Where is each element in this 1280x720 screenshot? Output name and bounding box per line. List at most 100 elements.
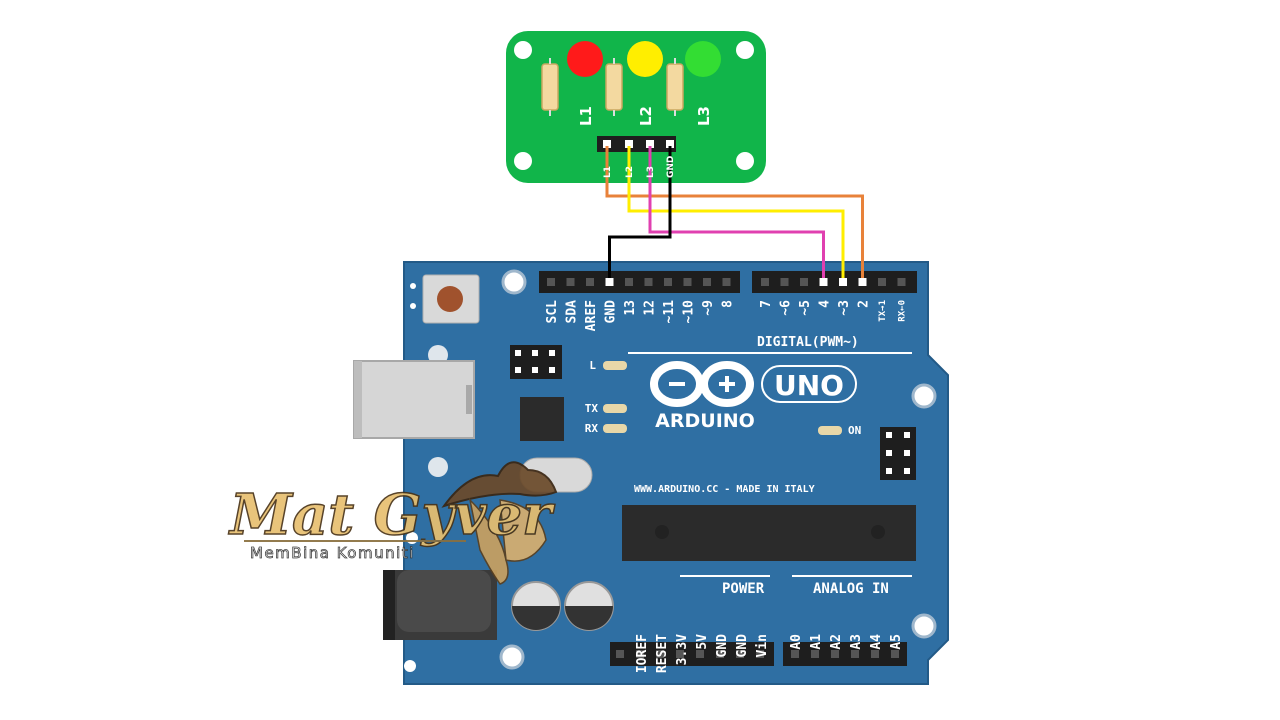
module-header-pin xyxy=(666,140,674,148)
led-label: L3 xyxy=(695,106,713,126)
header-pin xyxy=(703,278,711,286)
jumper-wires xyxy=(605,146,864,282)
resistor xyxy=(666,63,684,111)
header-pin xyxy=(878,278,886,286)
power-pin-label: Vin xyxy=(755,634,770,657)
pin-label-d5: 2 xyxy=(857,300,872,308)
svg-text:TX: TX xyxy=(585,402,599,415)
power-header-pin xyxy=(616,650,624,658)
connected-pin xyxy=(605,278,614,286)
header-pin xyxy=(761,278,769,286)
pin-label-d3: 4 xyxy=(818,300,833,308)
pin-label-13: 13 xyxy=(623,300,638,316)
cowboy-hat-logo-icon xyxy=(441,461,558,585)
svg-text:ON: ON xyxy=(848,424,861,437)
analog-pin-label: A4 xyxy=(869,634,884,650)
usb-port xyxy=(353,360,475,439)
power-header-pin xyxy=(756,650,764,658)
analog-header-pin xyxy=(891,650,899,658)
wire-l3-to-4 xyxy=(648,146,825,282)
power-header-pin xyxy=(696,650,704,658)
module-pin-label: L2 xyxy=(625,166,635,178)
header-pin xyxy=(897,278,906,286)
module-header-strip xyxy=(597,136,676,152)
mounting-hole xyxy=(501,269,527,295)
led-yellow xyxy=(627,41,663,77)
pin-label-9: ~9 xyxy=(701,300,716,316)
power-pin-label: 5V xyxy=(695,634,710,650)
reset-button[interactable] xyxy=(410,274,480,324)
website-label: WWW.ARDUINO.CC - MADE IN ITALY xyxy=(634,484,815,495)
header-pin xyxy=(566,278,575,286)
pin-label-d2: ~5 xyxy=(798,300,813,316)
pin-label-11: ~11 xyxy=(662,300,677,324)
analog-pin-label: A2 xyxy=(829,634,844,650)
mounting-hole xyxy=(404,660,416,672)
digital-pwm-label: DIGITAL(PWM~) xyxy=(757,335,859,350)
resistor xyxy=(541,63,559,111)
analog-header-strip xyxy=(783,642,907,666)
analog-header-pin xyxy=(871,650,879,658)
dc-power-jack xyxy=(383,570,497,640)
led-label: L1 xyxy=(577,106,595,126)
led-rx-indicator: RX xyxy=(585,422,627,435)
mat-gyver-watermark: Mat Gyver MemBina Komuniti xyxy=(227,461,558,585)
module-mounting-hole xyxy=(736,152,754,170)
header-pin xyxy=(644,278,653,286)
analog-pin-label: A3 xyxy=(849,634,864,650)
wire-l2-to-3 xyxy=(627,146,845,282)
svg-text:L: L xyxy=(589,359,596,372)
analog-in-title: ANALOG IN xyxy=(813,581,889,597)
header-pin xyxy=(547,278,555,286)
analog-pin-label: A0 xyxy=(789,634,804,650)
svg-text:RX: RX xyxy=(585,422,599,435)
capacitor xyxy=(564,581,614,631)
analog-header-pin xyxy=(831,650,839,658)
capacitor xyxy=(511,581,561,631)
power-pin-label: GND xyxy=(715,634,730,658)
header-pin xyxy=(683,278,692,286)
led-label: L2 xyxy=(637,106,655,126)
header-pin xyxy=(780,278,789,286)
pin-label-12: 12 xyxy=(643,300,658,316)
pin-label-scl: SCL xyxy=(545,300,560,324)
power-pin-label: GND xyxy=(735,634,750,658)
arduino-uno-board: L TX RX ON DIGITAL(PWM~) ARDUINO UNO xyxy=(353,261,949,685)
power-title: POWER xyxy=(722,581,765,597)
power-header-pin xyxy=(656,650,664,658)
usb-chip xyxy=(520,397,564,441)
module-pin-label: GND xyxy=(666,156,676,178)
uno-badge: UNO xyxy=(761,365,857,403)
module-pin-label: L3 xyxy=(646,166,656,178)
analog-header-pin xyxy=(811,650,819,658)
pin-label-d7: RX←0 xyxy=(898,300,908,322)
icsp-header-left xyxy=(510,345,562,379)
mounting-hole xyxy=(911,383,937,409)
pin-label-gnd: GND xyxy=(604,300,619,324)
led-tx-indicator: TX xyxy=(585,402,627,415)
pin-label-d1: ~6 xyxy=(779,300,794,316)
atmega-microcontroller xyxy=(622,505,916,561)
header-pin xyxy=(586,278,594,286)
pin-label-aref: AREF xyxy=(584,300,599,331)
module-header-pin xyxy=(625,140,633,148)
header-pin xyxy=(722,278,731,286)
module-mounting-hole xyxy=(736,41,754,59)
power-header-pin xyxy=(716,650,724,658)
watermark-subtitle: MemBina Komuniti xyxy=(250,544,415,562)
led-red xyxy=(567,41,603,77)
power-header-pin xyxy=(636,650,644,658)
led-on-indicator: ON xyxy=(818,424,861,437)
power-header-pin xyxy=(676,650,684,658)
module-mounting-hole xyxy=(514,41,532,59)
pin-label-8: 8 xyxy=(721,300,736,308)
module-mounting-hole xyxy=(514,152,532,170)
resistor xyxy=(605,63,623,111)
led-green xyxy=(685,41,721,77)
pin-label-d0: 7 xyxy=(759,300,774,308)
pin-label-d6: TX→1 xyxy=(878,300,888,322)
arduino-logo: ARDUINO xyxy=(650,361,755,432)
module-pin-label: L1 xyxy=(603,166,613,178)
